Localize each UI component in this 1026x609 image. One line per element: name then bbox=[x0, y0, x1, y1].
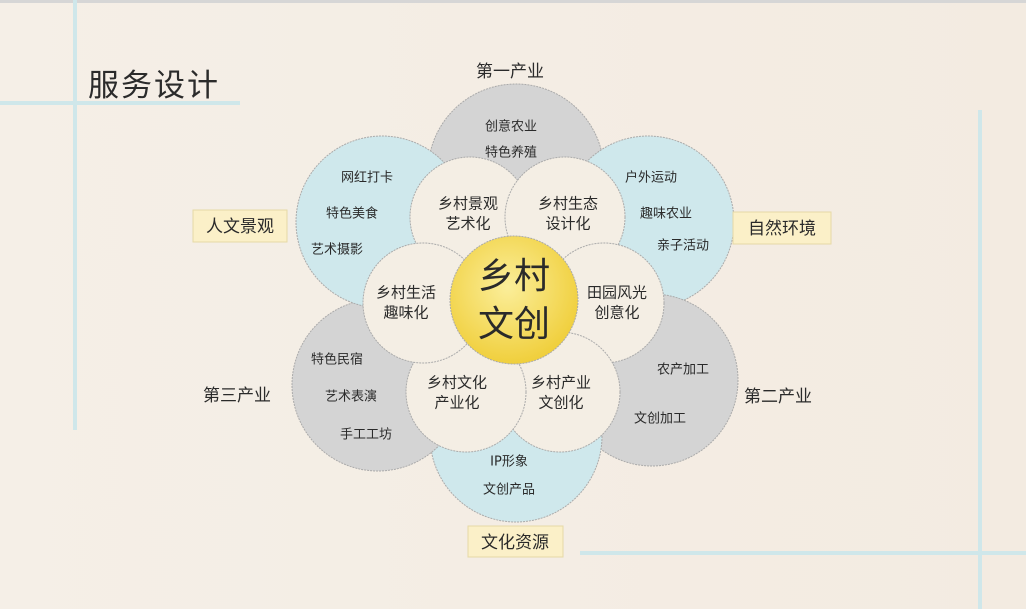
inner-text: 设计化 bbox=[545, 215, 590, 233]
center-text: 文创 bbox=[478, 304, 550, 345]
page-title: 服务设计 bbox=[88, 68, 220, 104]
outer-item: 文创产品 bbox=[483, 483, 535, 498]
outer-item: 户外运动 bbox=[625, 170, 677, 186]
outer-item: 特色养殖 bbox=[485, 145, 537, 161]
inner-text: 乡村生态 bbox=[538, 195, 598, 213]
outer-item: 艺术表演 bbox=[325, 389, 377, 405]
category-label-cultural-resources: 文化资源 bbox=[481, 533, 549, 553]
decor-line bbox=[978, 110, 982, 609]
label-box bbox=[192, 209, 288, 243]
category-label-tertiary-industry: 第三产业 bbox=[203, 386, 271, 406]
outer-item: IP形象 bbox=[490, 455, 528, 470]
center-text: 乡村 bbox=[478, 256, 550, 297]
label-box bbox=[467, 525, 564, 558]
inner-text: 田园风光 bbox=[587, 284, 647, 302]
decor-line bbox=[0, 0, 1026, 3]
category-label-natural-environment: 自然环境 bbox=[748, 219, 816, 239]
outer-item: 文创加工 bbox=[634, 412, 686, 427]
category-label-primary-industry: 第一产业 bbox=[476, 62, 544, 82]
inner-text: 乡村景观 bbox=[438, 195, 498, 213]
outer-item: 农产加工 bbox=[657, 363, 709, 378]
outer-item: 手工工坊 bbox=[340, 428, 392, 443]
outer-item: 亲子活动 bbox=[657, 239, 709, 254]
decor-line bbox=[580, 551, 1026, 555]
inner-text: 创意化 bbox=[594, 304, 639, 322]
category-label-humanistic-landscape: 人文景观 bbox=[206, 217, 274, 237]
inner-text: 艺术化 bbox=[445, 215, 490, 233]
decor-line bbox=[0, 101, 240, 105]
decor-line bbox=[73, 0, 77, 430]
outer-item: 创意农业 bbox=[485, 119, 537, 135]
inner-text: 趣味化 bbox=[383, 304, 428, 322]
outer-item: 艺术摄影 bbox=[311, 243, 363, 258]
center-circle bbox=[449, 235, 579, 365]
category-label-secondary-industry: 第二产业 bbox=[744, 387, 812, 407]
outer-item: 网红打卡 bbox=[341, 170, 393, 186]
inner-text: 文创化 bbox=[538, 394, 583, 412]
inner-text: 产业化 bbox=[434, 394, 479, 412]
outer-item: 特色民宿 bbox=[311, 352, 363, 368]
outer-item: 特色美食 bbox=[326, 206, 378, 222]
inner-text: 乡村文化 bbox=[427, 374, 487, 392]
label-box bbox=[732, 211, 832, 245]
outer-item: 趣味农业 bbox=[640, 207, 692, 222]
inner-text: 乡村产业 bbox=[531, 374, 591, 392]
inner-text: 乡村生活 bbox=[376, 284, 436, 302]
